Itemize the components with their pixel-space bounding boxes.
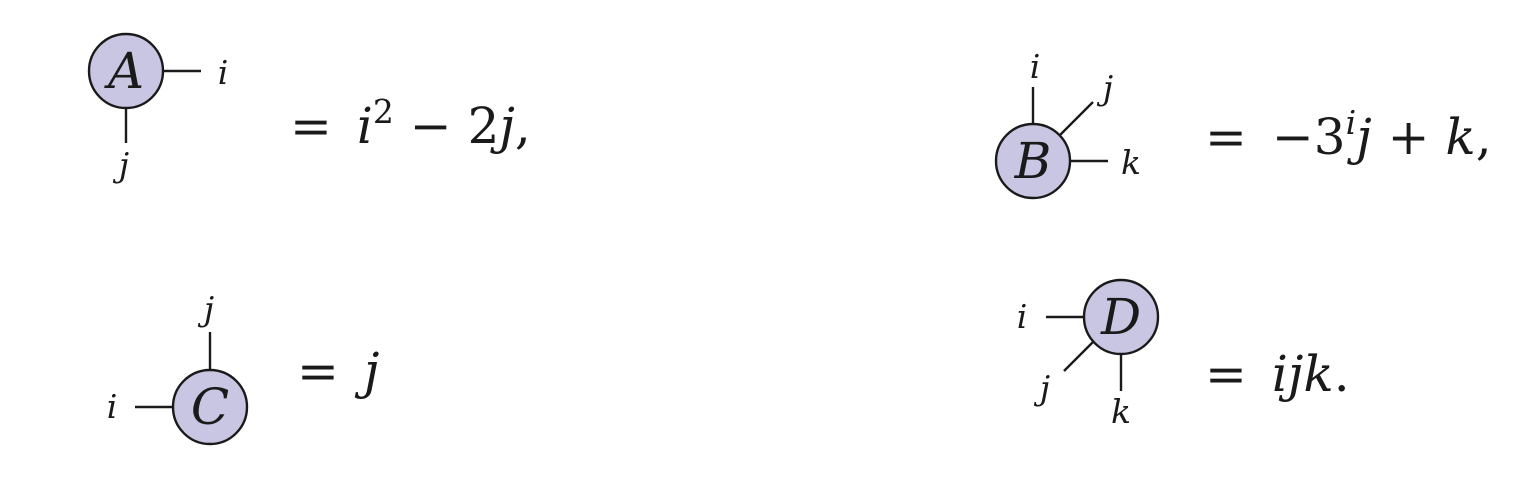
node-c-label: C — [191, 378, 229, 436]
equals-sign: = — [1205, 345, 1247, 403]
rhs-a: i2 − 2j, — [332, 92, 531, 155]
index-d-i: i — [1017, 297, 1028, 336]
tensor-c: C j i = j — [107, 289, 379, 446]
equation-term: 2 — [373, 92, 394, 131]
index-b-k: k — [1121, 143, 1141, 182]
equation-term: + — [1372, 108, 1446, 166]
index-d-k: k — [1111, 392, 1131, 431]
equals-sign: = — [297, 342, 339, 400]
equals-sign: = — [290, 97, 332, 155]
equation-term: ijk — [1272, 345, 1334, 403]
equation-c: = j — [297, 342, 379, 400]
rhs-c: j — [339, 342, 380, 400]
index-d-j: j — [1033, 368, 1050, 407]
tensor-b: B i j k = −3ij + k, — [994, 47, 1492, 200]
equation-term: k — [1445, 108, 1475, 166]
node-a-label: A — [104, 42, 144, 100]
node-a — [87, 32, 165, 110]
equation-term: i — [1346, 103, 1357, 142]
equation-b: = −3ij + k, — [1205, 103, 1492, 166]
leg-b-j — [1058, 101, 1094, 137]
equation-a: = i2 − 2j, — [290, 92, 531, 155]
equation-d: = ijk. — [1205, 345, 1350, 403]
equation-term: i — [357, 97, 373, 155]
node-d-label: D — [1100, 288, 1141, 346]
equation-term: −3 — [1272, 108, 1346, 166]
equation-term: , — [515, 97, 531, 155]
index-c-j: j — [197, 289, 214, 328]
equals-sign: = — [1205, 108, 1247, 166]
equation-term: , — [1476, 108, 1492, 166]
rhs-d: ijk. — [1247, 345, 1350, 403]
node-c — [171, 368, 249, 446]
tensor-d: D i j k = ijk. — [1017, 278, 1350, 431]
index-b-j: j — [1096, 68, 1113, 107]
node-b — [994, 122, 1072, 200]
index-a-j: j — [112, 145, 129, 184]
node-d — [1082, 278, 1160, 356]
index-a-i: i — [218, 53, 229, 92]
index-c-i: i — [107, 387, 118, 426]
leg-d-j — [1063, 339, 1096, 372]
tensor-a: A i j = i2 − 2j, — [87, 32, 531, 184]
equation-term: . — [1334, 345, 1350, 403]
node-b-label: B — [1014, 132, 1052, 190]
index-b-i: i — [1030, 47, 1041, 86]
rhs-b: −3ij + k, — [1247, 103, 1492, 166]
equation-term: − 2 — [394, 97, 500, 155]
